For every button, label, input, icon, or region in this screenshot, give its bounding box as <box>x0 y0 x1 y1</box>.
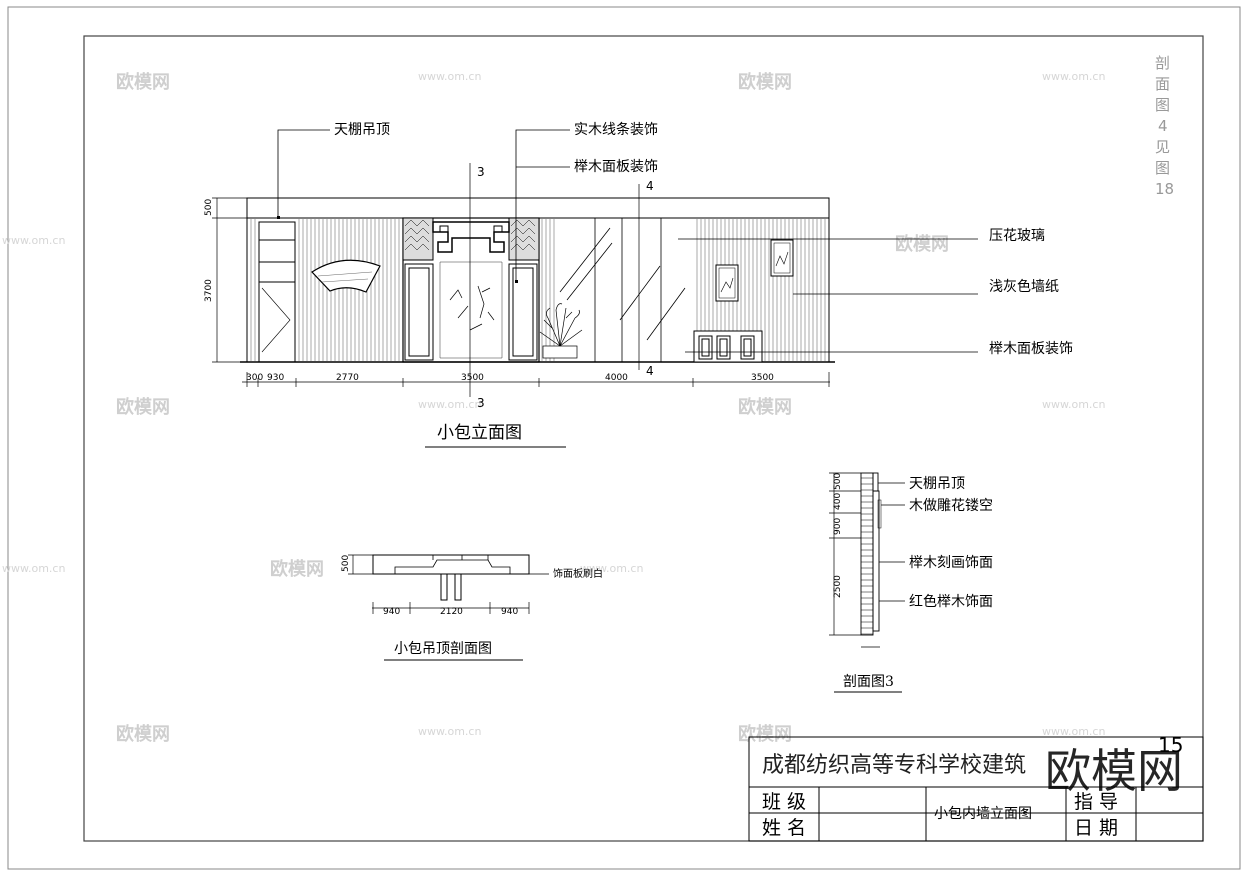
name-label: 姓 名 <box>762 817 806 839</box>
section3-label-red-beech: 红色榉木饰面 <box>909 593 993 610</box>
side-note-char: 18 <box>1155 180 1174 198</box>
watermark-brand: 欧模网 <box>738 396 792 418</box>
main-elevation-title: 小包立面图 <box>437 423 522 443</box>
label-wallpaper: 浅灰色墙纸 <box>989 278 1059 295</box>
section3-vdim-4: 2500 <box>833 575 843 598</box>
right-cabinet <box>693 330 763 363</box>
watermark-url: www.om.cn <box>418 70 481 83</box>
section3-title: 剖面图3 <box>843 674 894 690</box>
potted-plant <box>539 303 583 359</box>
section3-label-beech-carved: 榉木刻画饰面 <box>909 555 993 571</box>
side-note-char: 4 <box>1158 117 1168 135</box>
class-label: 班 级 <box>762 791 806 813</box>
section3-vdim-2: 400 <box>833 493 843 510</box>
watermark-url: www.om.cn <box>580 562 643 575</box>
drawing-name: 小包内墙立面图 <box>934 806 1032 822</box>
ceiling-section-note: 饰面板刷白 <box>553 567 603 580</box>
page-number: 15 <box>1158 733 1183 757</box>
horizontal-dimension-line <box>242 372 830 387</box>
watermark-url: www.om.cn <box>2 234 65 247</box>
ceiling-section-dim-2: 2120 <box>440 607 463 617</box>
watermark-brand: 欧模网 <box>738 71 792 93</box>
watermark-url: www.om.cn <box>1042 398 1105 411</box>
section-3: 500 400 900 2500 天棚吊顶 木做雕花镂空 榉木刻画饰面 红色榉木… <box>829 473 993 693</box>
watermark-url: www.om.cn <box>418 725 481 738</box>
ceiling-section-dim-1: 940 <box>383 607 400 617</box>
section-mark-4-top: 4 <box>646 179 654 193</box>
section-mark-3-top: 3 <box>477 165 485 179</box>
title-block <box>748 736 1204 842</box>
side-note-char: 面 <box>1155 75 1170 93</box>
label-beech-panel-top: 榉木面板装饰 <box>574 159 658 175</box>
watermark-url: www.om.cn <box>1042 70 1105 83</box>
watermark-brand: 欧模网 <box>116 71 170 93</box>
section3-vdim-1: 500 <box>833 473 843 490</box>
brick-hatching <box>861 477 873 635</box>
section3-vdim-3: 900 <box>833 518 843 535</box>
label-glass: 压花玻璃 <box>989 227 1045 244</box>
ceiling-section-title: 小包吊顶剖面图 <box>394 641 492 657</box>
watermark-url: www.om.cn <box>2 562 65 575</box>
main-elevation: 3 3 4 4 天棚吊顶 实木线条装饰 榉木面板装饰 压花玻璃 浅灰色墙纸 榉木… <box>204 121 1073 448</box>
section3-label-carving: 木做雕花镂空 <box>909 498 993 514</box>
dim-seg-6: 3500 <box>751 373 774 383</box>
ceiling-section-dim-3: 940 <box>501 607 518 617</box>
ceiling-band <box>246 197 830 219</box>
ceiling-section-vdim: 500 <box>341 555 351 572</box>
side-note-char: 图 <box>1155 159 1170 177</box>
outer-border <box>7 6 1241 870</box>
watermark-brand: 欧模网 <box>738 723 792 745</box>
label-solid-wood: 实木线条装饰 <box>574 121 658 138</box>
watermark-url: www.om.cn <box>1042 725 1105 738</box>
guide-label: 指 导 <box>1074 791 1118 813</box>
side-note: 剖 面 图 4 见 图 18 <box>1155 54 1174 198</box>
glass-panels <box>559 218 686 362</box>
fan-window <box>311 259 381 293</box>
label-ceiling: 天棚吊顶 <box>334 122 390 138</box>
school-name: 成都纺织高等专科学校建筑 <box>762 753 1026 778</box>
watermark-url: www.om.cn <box>418 398 481 411</box>
leader-lines <box>277 129 978 353</box>
vertical-dimensions <box>212 197 247 363</box>
dim-seg-5: 4000 <box>605 373 628 383</box>
dim-seg-2: 930 <box>267 373 284 383</box>
watermark-brand: 欧模网 <box>116 723 170 745</box>
dim-seg-4: 3500 <box>461 373 484 383</box>
central-arch <box>402 217 540 363</box>
dim-ceiling-height: 500 <box>204 199 214 216</box>
title-block-watermark: 欧模网 <box>1045 744 1183 798</box>
side-note-char: 图 <box>1155 96 1170 114</box>
label-beech-panel-bottom: 榉木面板装饰 <box>989 341 1073 357</box>
date-label: 日 期 <box>1074 817 1118 839</box>
side-note-char: 见 <box>1155 138 1170 156</box>
side-note-char: 剖 <box>1155 54 1170 72</box>
watermark-brand: 欧模网 <box>116 396 170 418</box>
watermark-brand: 欧模网 <box>270 558 324 580</box>
left-shelf <box>258 221 296 363</box>
wall-pictures <box>715 239 794 302</box>
section-mark-3-bottom: 3 <box>477 396 485 410</box>
watermark-layer: 欧模网 欧模网 欧模网 欧模网 欧模网 欧模网 欧模网 欧模网 www.om.c… <box>2 70 1105 745</box>
dim-seg-3: 2770 <box>336 373 359 383</box>
dim-wall-height: 3700 <box>204 279 214 302</box>
section3-label-ceiling: 天棚吊顶 <box>909 476 965 492</box>
ceiling-section: 500 940 2120 940 饰面板刷白 小包吊顶剖面图 <box>341 554 603 661</box>
dim-seg-1: 300 <box>246 373 263 383</box>
section-mark-4-bottom: 4 <box>646 364 654 378</box>
drawing-frame <box>83 35 1204 842</box>
watermark-brand: 欧模网 <box>895 233 949 255</box>
